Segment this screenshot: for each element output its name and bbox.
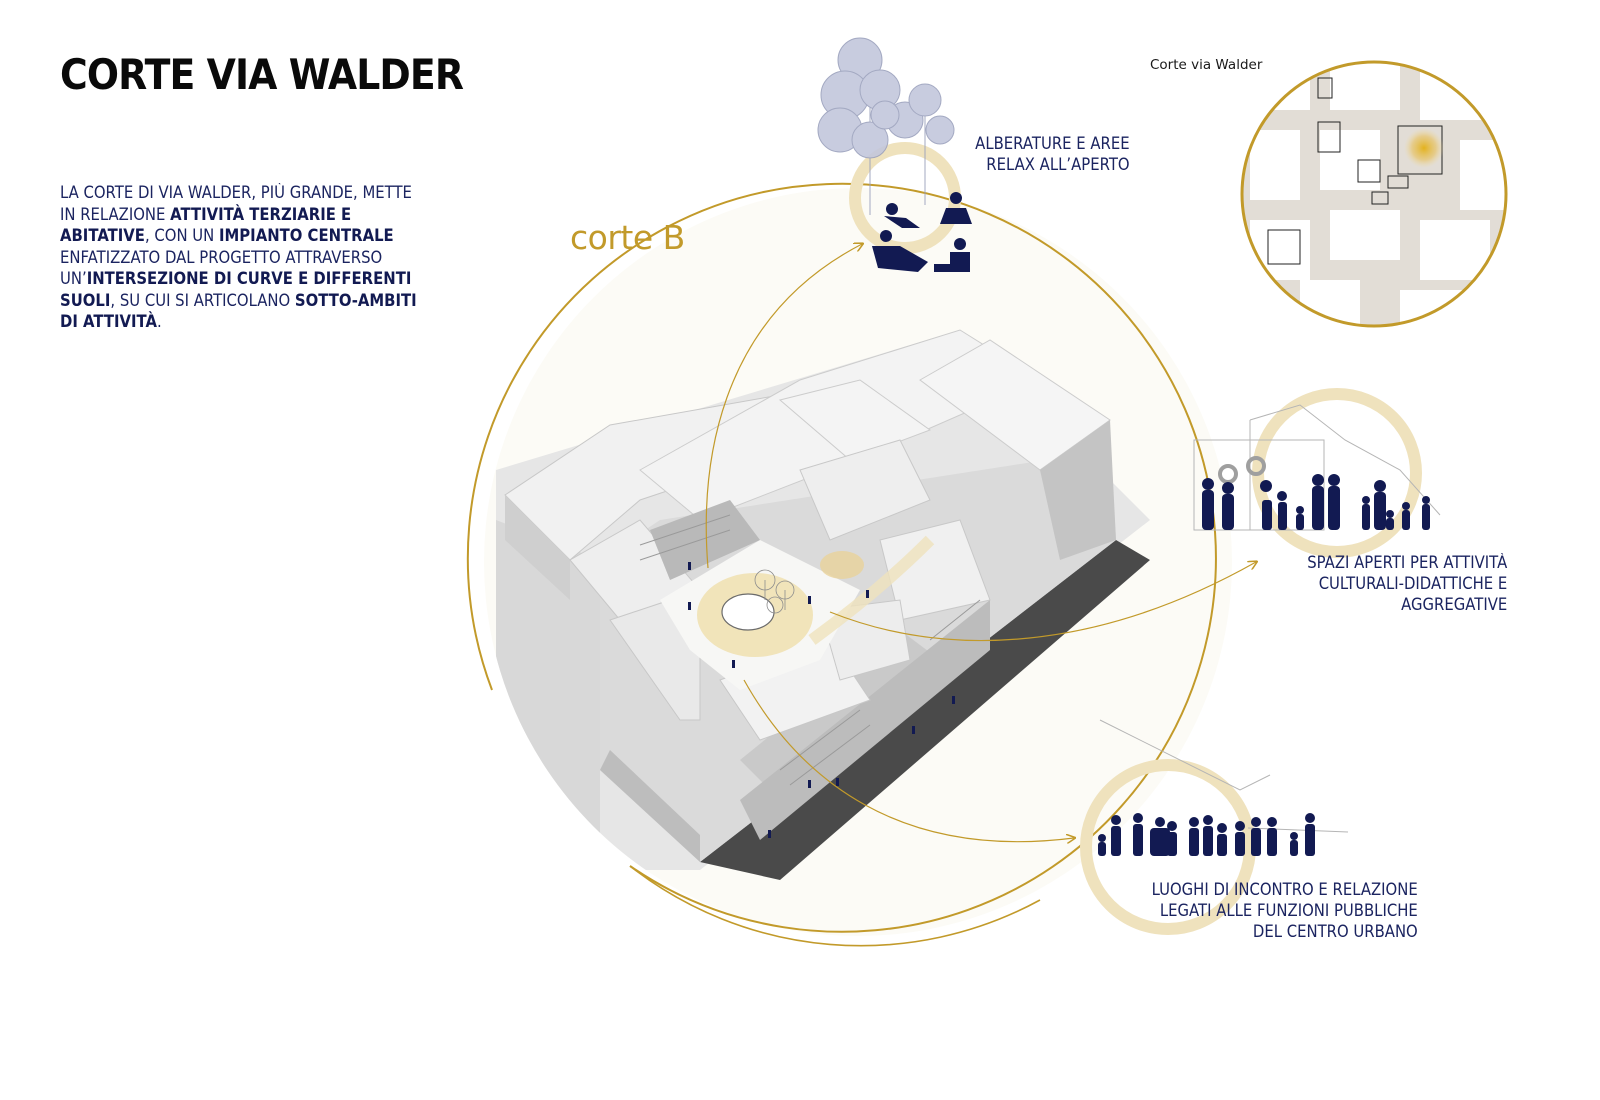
people-dots xyxy=(688,562,955,838)
label-line: AGGREGATIVE xyxy=(1400,595,1507,614)
meeting-group xyxy=(1080,719,1349,935)
intro-emphasis-1: attività terziarie e abitative xyxy=(60,204,352,246)
label-line: RELAX ALL’APERTO xyxy=(986,155,1130,174)
label-line: SPAZI APERTI PER ATTIVITÀ xyxy=(1306,553,1507,572)
label-line: CULTURALI-DIDATTICHE E xyxy=(1318,574,1507,593)
intro-emphasis-2: impianto centrale xyxy=(218,226,394,245)
page-title: CORTE VIA WALDER xyxy=(60,50,464,99)
arrow-to-culture xyxy=(829,562,1256,642)
location-map xyxy=(1240,60,1508,328)
label-meeting: LUOGHI DI INCONTRO E RELAZIONE LEGATI AL… xyxy=(1152,879,1418,942)
court-circle-outline xyxy=(466,182,1217,933)
court-label: corte B xyxy=(570,218,685,257)
tree-icon xyxy=(817,37,955,215)
intro-paragraph: La corte di via Walder, più grande, mett… xyxy=(60,182,429,333)
culture-group xyxy=(1193,388,1441,558)
location-label: Corte via Walder xyxy=(1150,57,1263,73)
person-silhouette-icon xyxy=(1098,813,1315,856)
intro-emphasis-4: sotto-ambiti di attività xyxy=(60,290,417,332)
location-marker-icon xyxy=(1404,128,1444,168)
label-culture: SPAZI APERTI PER ATTIVITÀ CULTURALI-DIDA… xyxy=(1307,552,1507,615)
intro-text-3: enfatizzato dal progetto attraverso un’ xyxy=(60,247,383,289)
person-silhouette-icon xyxy=(872,192,972,272)
arrow-to-trees xyxy=(705,244,862,569)
trees-relax-group xyxy=(817,37,972,272)
intro-text-2: , con un xyxy=(144,226,219,245)
intro-text-5: . xyxy=(156,312,162,331)
arrow-to-meeting xyxy=(743,679,1074,842)
person-silhouette-icon xyxy=(1202,474,1430,530)
label-trees-relax: ALBERATURE E AREE RELAX ALL’APERTO xyxy=(976,133,1130,175)
label-line: ALBERATURE E AREE xyxy=(975,134,1130,153)
intro-text-1: La corte di via Walder, più grande, mett… xyxy=(60,183,412,224)
axonometric-model xyxy=(496,329,1150,880)
label-line: LEGATI ALLE FUNZIONI PUBBLICHE xyxy=(1160,901,1418,920)
intro-text-4: , su cui si articolano xyxy=(110,290,295,310)
map-blocks xyxy=(1250,62,1506,326)
label-line: LUOGHI DI INCONTRO E RELAZIONE xyxy=(1151,880,1418,899)
label-line: DEL CENTRO URBANO xyxy=(1253,922,1418,941)
intro-emphasis-3: intersezione di curve e differenti suoli xyxy=(60,269,412,310)
